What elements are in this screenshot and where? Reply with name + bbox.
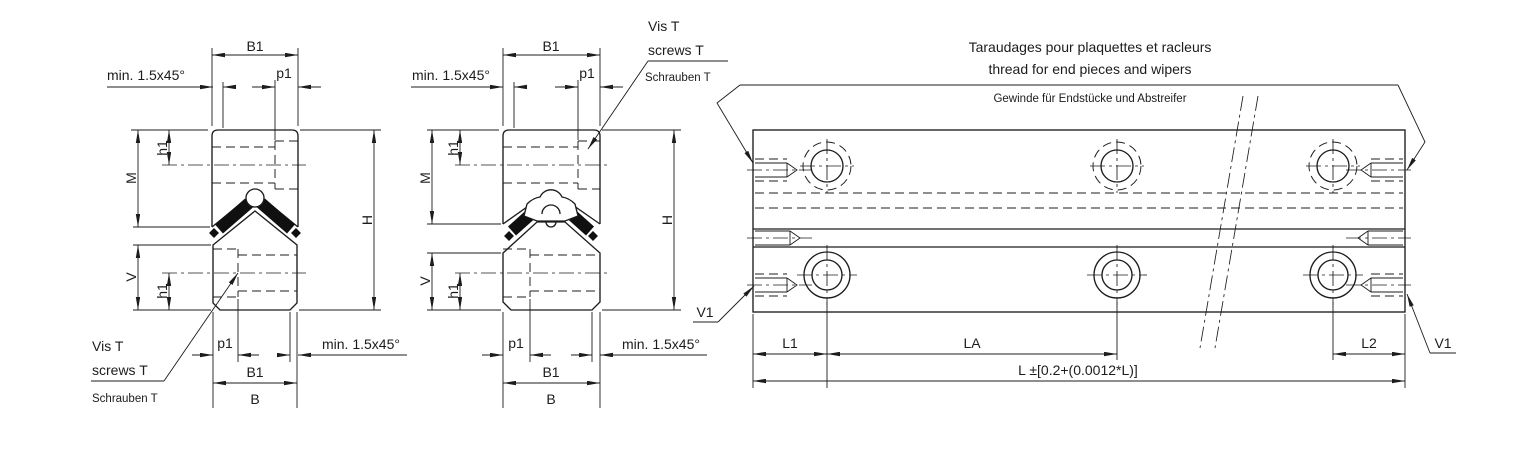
dim-label-h1-lower: h1 — [154, 283, 170, 299]
chamfer-note-bottom: min. 1.5x45° — [622, 336, 700, 352]
title-en: thread for end pieces and wipers — [988, 61, 1191, 77]
side-view: Taraudages pour plaquettes et racleurs t… — [693, 39, 1456, 388]
dim-label-b1-bottom: B1 — [542, 364, 559, 380]
dimension-lines — [411, 48, 728, 408]
dim-label-h1-upper: h1 — [154, 140, 170, 156]
hole-column-right — [1303, 139, 1363, 305]
dim-label-h: H — [659, 215, 675, 225]
hidden-bores — [212, 140, 298, 298]
mounting-holes — [797, 139, 1363, 305]
screw-callout-en: screws T — [648, 42, 704, 58]
dim-label-la: LA — [963, 335, 981, 351]
dimension-lines — [693, 285, 1456, 388]
center-groove — [753, 228, 1405, 248]
chamfer-note-top: min. 1.5x45° — [107, 67, 185, 83]
screw-callout-de: Schrauben T — [92, 393, 158, 405]
dim-label-p1-top: p1 — [579, 65, 595, 81]
break-lines — [1199, 95, 1259, 349]
title-de: Gewinde für Endstücke und Abstreifer — [993, 93, 1186, 105]
dim-label-l2: L2 — [1361, 335, 1377, 351]
saddle-cap — [523, 189, 579, 222]
dim-label-v: V — [417, 276, 433, 286]
dim-label-h: H — [359, 215, 375, 225]
dim-label-h1-upper: h1 — [445, 140, 461, 156]
callout-v1-left: V1 — [696, 304, 713, 320]
dim-label-p1-bottom: p1 — [217, 335, 233, 351]
end-thread-holes-right — [1346, 158, 1411, 297]
thread-callout-leader — [716, 84, 1426, 171]
dim-label-l1: L1 — [782, 335, 798, 351]
rail-body — [752, 129, 1406, 313]
dim-label-p1-top: p1 — [276, 65, 292, 81]
cross-section-2: B1 p1 min. 1.5x45° Vis T screws T Schrau… — [411, 18, 728, 408]
end-thread-holes-left — [747, 158, 812, 297]
dim-label-p1-bottom: p1 — [508, 335, 524, 351]
dim-label-b1-top: B1 — [246, 38, 263, 54]
hidden-edge-lines — [755, 192, 1403, 209]
dim-label-b: B — [250, 391, 259, 407]
screw-callout-fr: Vis T — [92, 338, 124, 354]
chamfer-note-top: min. 1.5x45° — [412, 67, 490, 83]
dim-label-m: M — [123, 172, 139, 184]
hole-column-middle — [1087, 139, 1147, 305]
screw-callout-fr: Vis T — [648, 18, 680, 34]
dim-label-b1-top: B1 — [542, 38, 559, 54]
dim-label-l-tolerance: L ±[0.2+(0.0012*L)] — [1018, 362, 1138, 378]
screw-callout-en: screws T — [92, 362, 148, 378]
apex-ball — [245, 188, 265, 208]
hole-column-left — [797, 139, 857, 305]
roller-inserts — [209, 198, 301, 238]
dim-label-m: M — [417, 172, 433, 184]
dim-label-h1-lower: h1 — [445, 283, 461, 299]
cross-section-1: B1 p1 min. 1.5x45° h1 M V h1 H Vis T scr… — [91, 38, 407, 408]
dim-label-b1-bottom: B1 — [246, 364, 263, 380]
dim-label-b: B — [546, 391, 555, 407]
title-fr: Taraudages pour plaquettes et racleurs — [969, 39, 1212, 55]
chamfer-note-bottom: min. 1.5x45° — [322, 336, 400, 352]
callout-v1-right: V1 — [1434, 335, 1451, 351]
dimension-lines — [91, 48, 407, 408]
dim-label-v: V — [123, 272, 139, 282]
screw-callout-de: Schrauben T — [645, 72, 711, 84]
